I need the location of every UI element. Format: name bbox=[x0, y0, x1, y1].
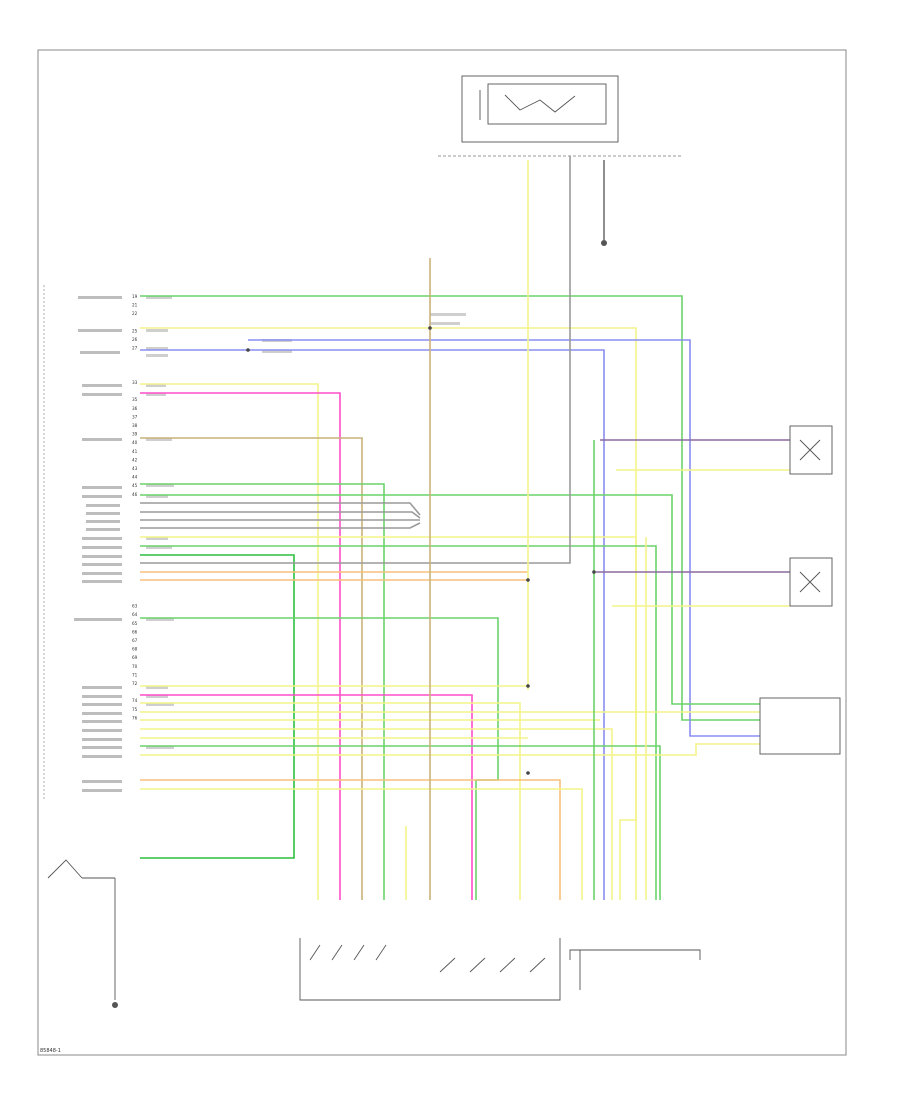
wire bbox=[140, 483, 385, 900]
wire bbox=[140, 745, 661, 900]
wire bbox=[140, 327, 637, 900]
wire bbox=[140, 728, 613, 900]
top-label-block bbox=[690, 78, 740, 118]
wire bbox=[140, 702, 521, 900]
wire bbox=[140, 502, 421, 516]
pin-number: 76 bbox=[132, 715, 138, 720]
pin-number: 21 bbox=[132, 303, 138, 308]
pin-number: 71 bbox=[132, 672, 138, 677]
ground-symbol bbox=[112, 240, 607, 1008]
pin-number: 68 bbox=[132, 647, 138, 652]
pin-number: 65 bbox=[132, 621, 138, 626]
wires bbox=[140, 156, 790, 900]
pin-number: 63 bbox=[132, 604, 138, 609]
input-speed-sensor bbox=[789, 557, 833, 607]
pin-number: 25 bbox=[132, 328, 138, 333]
pin-number: 67 bbox=[132, 638, 138, 643]
pin-number: 36 bbox=[132, 406, 138, 411]
pin-number: 69 bbox=[132, 655, 138, 660]
wire bbox=[140, 511, 421, 519]
wire bbox=[140, 779, 561, 900]
wire bbox=[140, 788, 583, 900]
top-component bbox=[438, 75, 740, 157]
wire bbox=[140, 536, 637, 900]
pin-number: 45 bbox=[132, 483, 138, 488]
pcm-pin-numbers: 19 21 22 25 26 27 33 35 36 37 38 39 40 41 42 43 44 45 46 63… bbox=[132, 294, 138, 720]
pin-number: 26 bbox=[132, 337, 138, 342]
pin-number: 38 bbox=[132, 423, 138, 428]
wire bbox=[140, 437, 363, 900]
wire bbox=[140, 743, 760, 756]
pin-number: 66 bbox=[132, 629, 138, 634]
pin-number: 75 bbox=[132, 707, 138, 712]
wire bbox=[140, 554, 295, 859]
pin-number: 41 bbox=[132, 449, 138, 454]
pin-number: 33 bbox=[132, 380, 138, 385]
wire bbox=[140, 383, 319, 900]
wire bbox=[140, 694, 473, 900]
wire bbox=[140, 392, 341, 900]
line-pressure-sensor bbox=[759, 697, 841, 755]
pin-number: 46 bbox=[132, 492, 138, 497]
pin-number: 37 bbox=[132, 414, 138, 419]
wire-color-labels bbox=[146, 296, 466, 749]
wire bbox=[140, 156, 571, 564]
solenoid-assembly bbox=[299, 938, 561, 1001]
pin-number: 74 bbox=[132, 698, 138, 703]
pin-number: 70 bbox=[132, 664, 138, 669]
pin-number: 35 bbox=[132, 397, 138, 402]
wire bbox=[140, 522, 421, 529]
pin-number: 39 bbox=[132, 432, 138, 437]
pin-number: 40 bbox=[132, 440, 138, 445]
wire bbox=[140, 349, 605, 900]
pin-number: 42 bbox=[132, 457, 138, 462]
output-speed-sensor bbox=[789, 425, 833, 475]
wire bbox=[248, 339, 760, 737]
pin-number: 64 bbox=[132, 612, 138, 617]
pin-number: 19 bbox=[132, 294, 138, 299]
transmission-switch bbox=[47, 859, 116, 1000]
footer-code: 85848-1 bbox=[40, 1048, 61, 1054]
transmission-range-sensor bbox=[569, 949, 701, 990]
diagram-frame bbox=[37, 49, 847, 1056]
pin-number: 27 bbox=[132, 346, 138, 351]
pin-number: 22 bbox=[132, 311, 138, 316]
pin-number: 72 bbox=[132, 681, 138, 686]
splice-dots bbox=[246, 326, 596, 775]
wire bbox=[140, 545, 657, 900]
wire bbox=[140, 494, 760, 705]
pin-number: 43 bbox=[132, 466, 138, 471]
pcm-pin-labels bbox=[74, 296, 122, 792]
wire bbox=[140, 295, 760, 721]
pin-number: 44 bbox=[132, 475, 138, 480]
